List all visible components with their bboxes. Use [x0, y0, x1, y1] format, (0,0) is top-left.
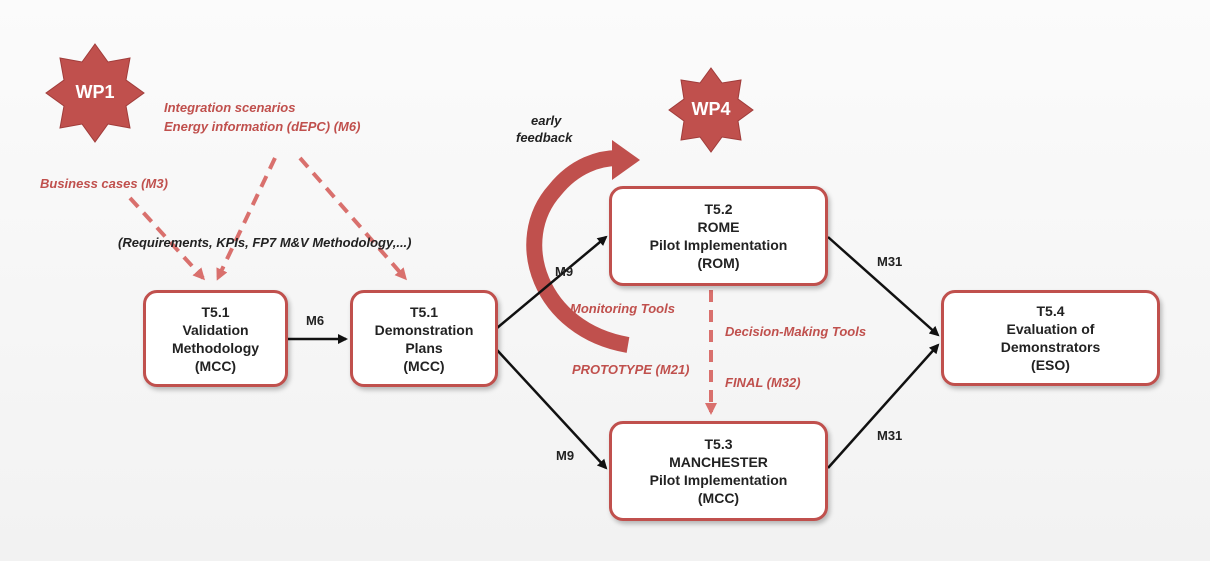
task-title-line2: Demonstrators [1000, 339, 1101, 355]
integration-scenarios-note: Integration scenarios [164, 100, 296, 115]
task-title-line1: MANCHESTER [669, 454, 768, 470]
early-feedback-curve [526, 150, 630, 353]
task-title-line2: Pilot Implementation [649, 237, 788, 253]
task-box-t54-evaluation: T5.4 Evaluation of Demonstrators (ESO) [941, 290, 1160, 386]
wp1-label: WP1 [75, 82, 115, 102]
task-box-t51-demonstration: T5.1 Demonstration Plans (MCC) [350, 290, 498, 387]
feedback-note: feedback [516, 130, 573, 145]
task-title-line1: ROME [697, 219, 740, 235]
dashed-arrow-energy-to-validation [216, 157, 277, 281]
requirements-note: (Requirements, KPIs, FP7 M&V Methodology… [118, 235, 412, 250]
milestone-m9-bottom-label: M9 [556, 448, 575, 463]
milestone-m9-top-label: M9 [555, 264, 574, 279]
task-partner: (ROM) [697, 255, 740, 271]
milestone-m31-top-label: M31 [877, 254, 903, 269]
task-title-line2: Plans [405, 339, 443, 356]
dashed-arrow-business-cases [128, 196, 206, 281]
wp4-star-shape [668, 67, 754, 153]
arrow-rome-to-evaluation [827, 236, 940, 337]
task-box-t52-rome: T5.2 ROME Pilot Implementation (ROM) [609, 186, 828, 286]
task-partner: (MCC) [403, 357, 445, 374]
final-note: FINAL (M32) [725, 375, 801, 390]
task-code: T5.1 [409, 303, 438, 320]
arrow-demonstration-to-manchester [496, 349, 608, 470]
arrow-manchester-to-evaluation [827, 343, 940, 469]
task-partner: (MCC) [194, 357, 237, 374]
milestone-m31-bottom-label: M31 [877, 428, 903, 443]
task-box-t51-validation: T5.1 Validation Methodology (MCC) [143, 290, 288, 387]
task-box-t53-manchester: T5.3 MANCHESTER Pilot Implementation (MC… [609, 421, 828, 521]
task-code: T5.3 [704, 436, 733, 452]
decision-making-tools-note: Decision-Making Tools [725, 324, 867, 339]
task-partner: (MCC) [697, 490, 740, 506]
task-code: T5.2 [704, 201, 733, 217]
energy-information-note: Energy information (dEPC) (M6) [164, 119, 361, 134]
arrow-demonstration-to-rome [496, 235, 608, 329]
task-code: T5.4 [1036, 303, 1065, 319]
business-cases-note: Business cases (M3) [40, 176, 168, 191]
early-feedback-arrowhead [612, 140, 640, 180]
task-code: T5.1 [201, 303, 230, 320]
prototype-note: PROTOTYPE (M21) [572, 362, 690, 377]
task-partner: (ESO) [1031, 357, 1070, 373]
monitoring-tools-note: Monitoring Tools [570, 301, 675, 316]
dashed-arrow-energy-to-demonstration [298, 156, 407, 281]
wp4-label: WP4 [691, 99, 731, 119]
wp1-star-shape [45, 43, 145, 143]
task-title-line2: Methodology [171, 339, 260, 356]
task-title-line1: Demonstration [374, 321, 474, 338]
early-note: early [531, 113, 562, 128]
task-title-line1: Validation [182, 321, 249, 338]
milestone-m6-label: M6 [306, 313, 325, 328]
task-title-line1: Evaluation of [1006, 321, 1095, 337]
task-title-line2: Pilot Implementation [649, 472, 788, 488]
